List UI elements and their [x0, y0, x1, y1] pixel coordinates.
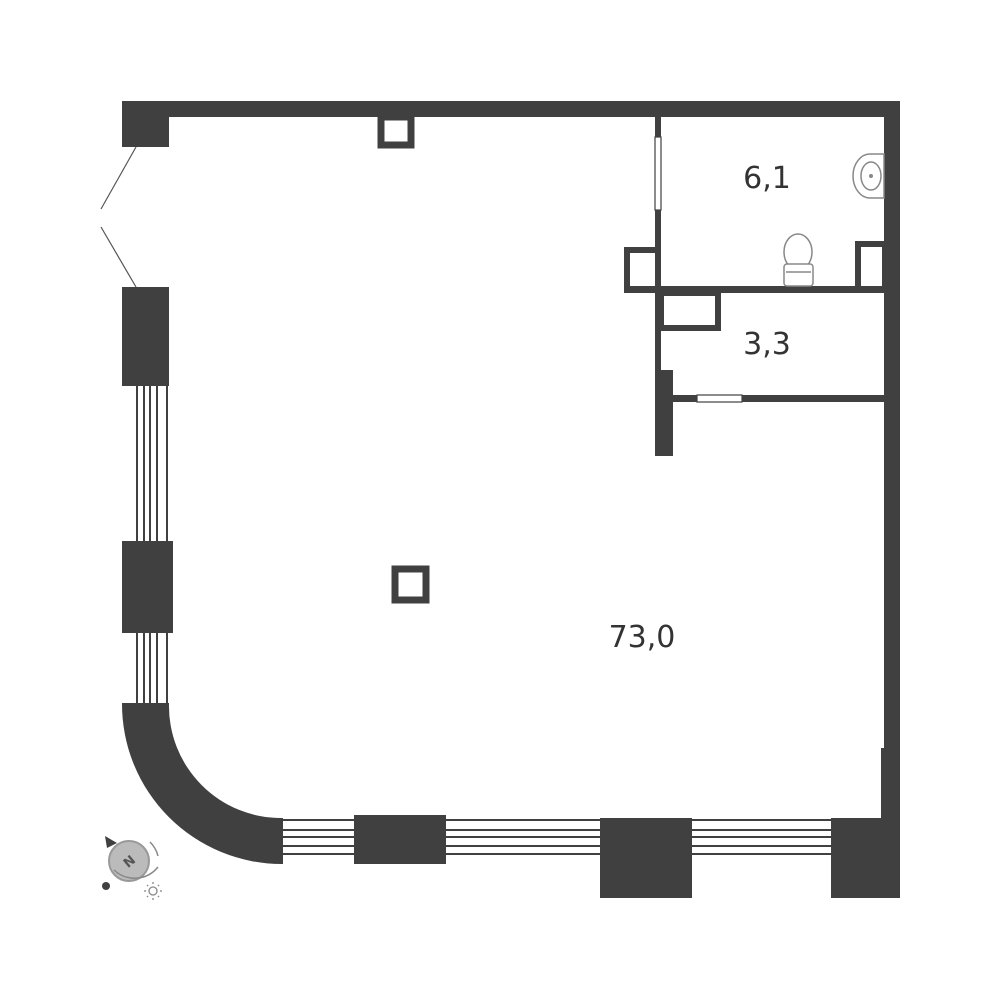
bottom-right-pier [831, 818, 900, 898]
room-area-bathroom: 6,1 [743, 161, 791, 196]
sun-icon [144, 882, 162, 900]
window-bottom-3 [692, 819, 831, 855]
partition-vertical-thick [655, 370, 673, 456]
left-pier-2 [122, 541, 173, 633]
columns [377, 113, 430, 604]
room-area-storage: 3,3 [743, 327, 791, 362]
toilet-icon [783, 233, 814, 287]
room-area-main: 73,0 [609, 620, 676, 655]
partition-vertical-upper [655, 117, 661, 137]
top-wall [122, 101, 900, 117]
outer-walls [121, 101, 900, 898]
left-pier-1 [122, 287, 169, 386]
left-windows [136, 386, 168, 703]
window-bottom-2 [446, 819, 600, 855]
compass-icon: N [102, 836, 159, 890]
door-leaf-upper [100, 146, 137, 210]
bathroom-door[interactable] [654, 136, 662, 211]
bottom-pier-1 [354, 815, 446, 864]
sink-icon [852, 153, 885, 199]
bathroom-bottom-wall [624, 286, 886, 293]
storage-door[interactable] [696, 394, 743, 403]
right-wall [884, 101, 900, 898]
interior-shafts [624, 241, 888, 331]
compass-pointer [105, 836, 117, 848]
window-left-1 [136, 386, 168, 541]
center-column [391, 565, 430, 604]
storage-bottom-wall-left [673, 395, 697, 402]
window-bottom-1 [283, 819, 354, 855]
shaft-bathroom-left [624, 247, 661, 292]
storage-bottom-wall-right [742, 395, 886, 402]
top-left-pier [122, 101, 169, 147]
shaft-storage [658, 290, 721, 331]
entrance-door [100, 146, 137, 288]
door-leaf-lower [100, 226, 137, 288]
shaft-bathroom-right [855, 241, 888, 292]
bottom-windows [283, 819, 831, 855]
compass-dot [102, 882, 110, 890]
window-left-2 [136, 633, 168, 703]
curved-corner-wall [121, 703, 284, 865]
bottom-pier-2 [600, 818, 692, 898]
interior-doors [654, 136, 743, 403]
top-ventilation-shaft [377, 113, 415, 149]
